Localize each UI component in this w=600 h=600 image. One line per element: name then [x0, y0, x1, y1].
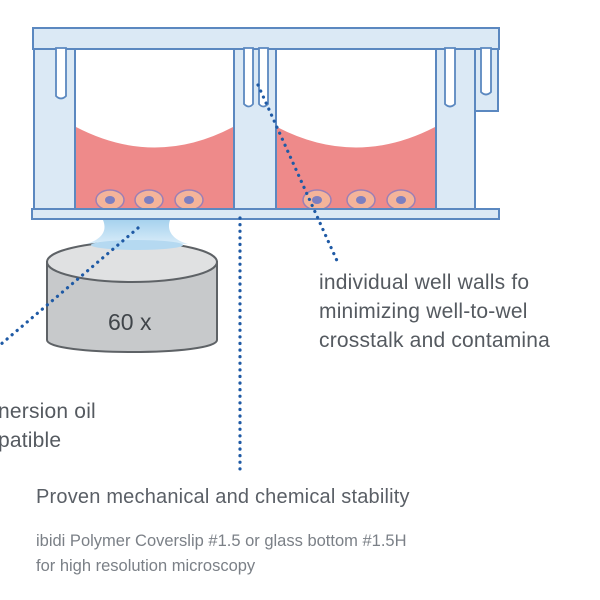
cell [174, 189, 204, 211]
cell [302, 189, 332, 211]
well-walls-callout: individual well walls fo minimizing well… [319, 268, 550, 355]
cell [346, 189, 376, 211]
frame-left-wall [33, 48, 76, 212]
objective-front-lens [91, 240, 183, 250]
medium-left [76, 127, 233, 209]
frame-center-wall [233, 48, 277, 212]
immersion-oil-drop [86, 220, 188, 244]
subtitle-line: ibidi Polymer Coverslip #1.5 or glass bo… [36, 532, 407, 550]
slot-left [55, 47, 67, 100]
coverslip-bottom [31, 208, 500, 220]
callout-line: patible [0, 429, 62, 452]
cell [95, 189, 125, 211]
wall-slots [55, 47, 492, 108]
cells [95, 189, 416, 211]
stability-title: Proven mechanical and chemical stability [36, 486, 410, 508]
subtitle-line: for high resolution microscopy [36, 557, 256, 575]
callout-line: nersion oil [0, 400, 96, 423]
leader-immersion-oil [0, 226, 140, 347]
objective-lens: 60 x [46, 240, 218, 353]
objective-magnification: 60 x [108, 309, 152, 335]
callout-line: crosstalk and contamina [319, 329, 551, 352]
slot-right [444, 47, 456, 108]
stability-subtitle: ibidi Polymer Coverslip #1.5 or glass bo… [36, 529, 407, 579]
slot-rim [480, 47, 492, 96]
leader-lines [0, 83, 340, 476]
cell [134, 189, 164, 211]
objective-body [46, 261, 218, 353]
callout-line: minimizing well-to-wel [319, 300, 528, 323]
immersion-oil-callout: nersion oil patible [0, 397, 96, 455]
medium-right [277, 127, 435, 209]
frame-top-bar [32, 27, 500, 50]
slot-center-left [243, 47, 254, 108]
cell [386, 189, 416, 211]
callout-line: individual well walls fo [319, 271, 530, 294]
leader-well-wall [256, 83, 340, 265]
